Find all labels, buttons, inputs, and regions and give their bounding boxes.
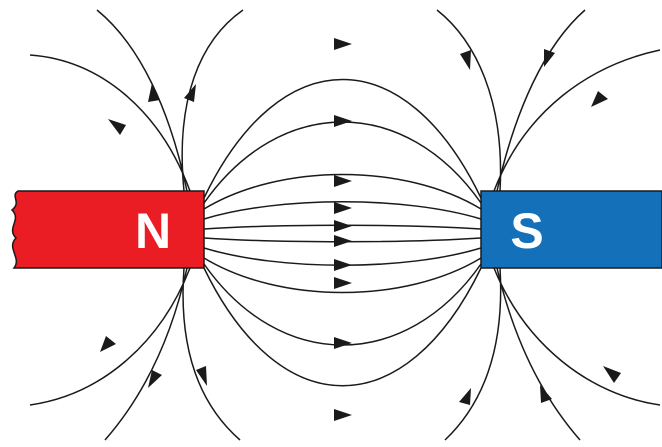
arrow-head [544,49,555,67]
field-line [105,268,187,440]
arrow-head [459,388,471,405]
north-magnet-body [12,191,204,268]
arrow-head [100,336,116,352]
field-line [494,50,660,191]
field-lines-between [204,80,481,386]
arrow-head [334,38,352,50]
arrow-head [334,235,352,247]
arrow-head [184,84,196,102]
field-line [183,268,240,440]
arrow-head [591,91,608,107]
arrow-head [334,202,352,214]
south-pole-label: S [510,203,543,259]
arrow-head [334,220,352,232]
field-line [497,268,580,440]
arrow-head [196,366,207,386]
arrow-head [334,175,352,187]
south-magnet-body [481,191,662,268]
field-line [204,122,481,203]
field-line [30,55,190,191]
arrow-head [334,337,352,349]
arrow-head [334,259,352,271]
arrow-head [334,409,352,421]
arrow-head [460,50,471,70]
field-line [497,10,585,191]
arrow-head [334,115,352,127]
arrow-head [108,119,126,135]
north-pole-label: N [135,203,171,259]
field-line [445,268,501,440]
south-magnet: S [481,191,662,268]
field-line [97,10,187,191]
arrow-head [148,83,160,102]
arrow-head [334,277,352,289]
north-magnet: N [12,191,204,268]
arrow-head [603,366,621,383]
